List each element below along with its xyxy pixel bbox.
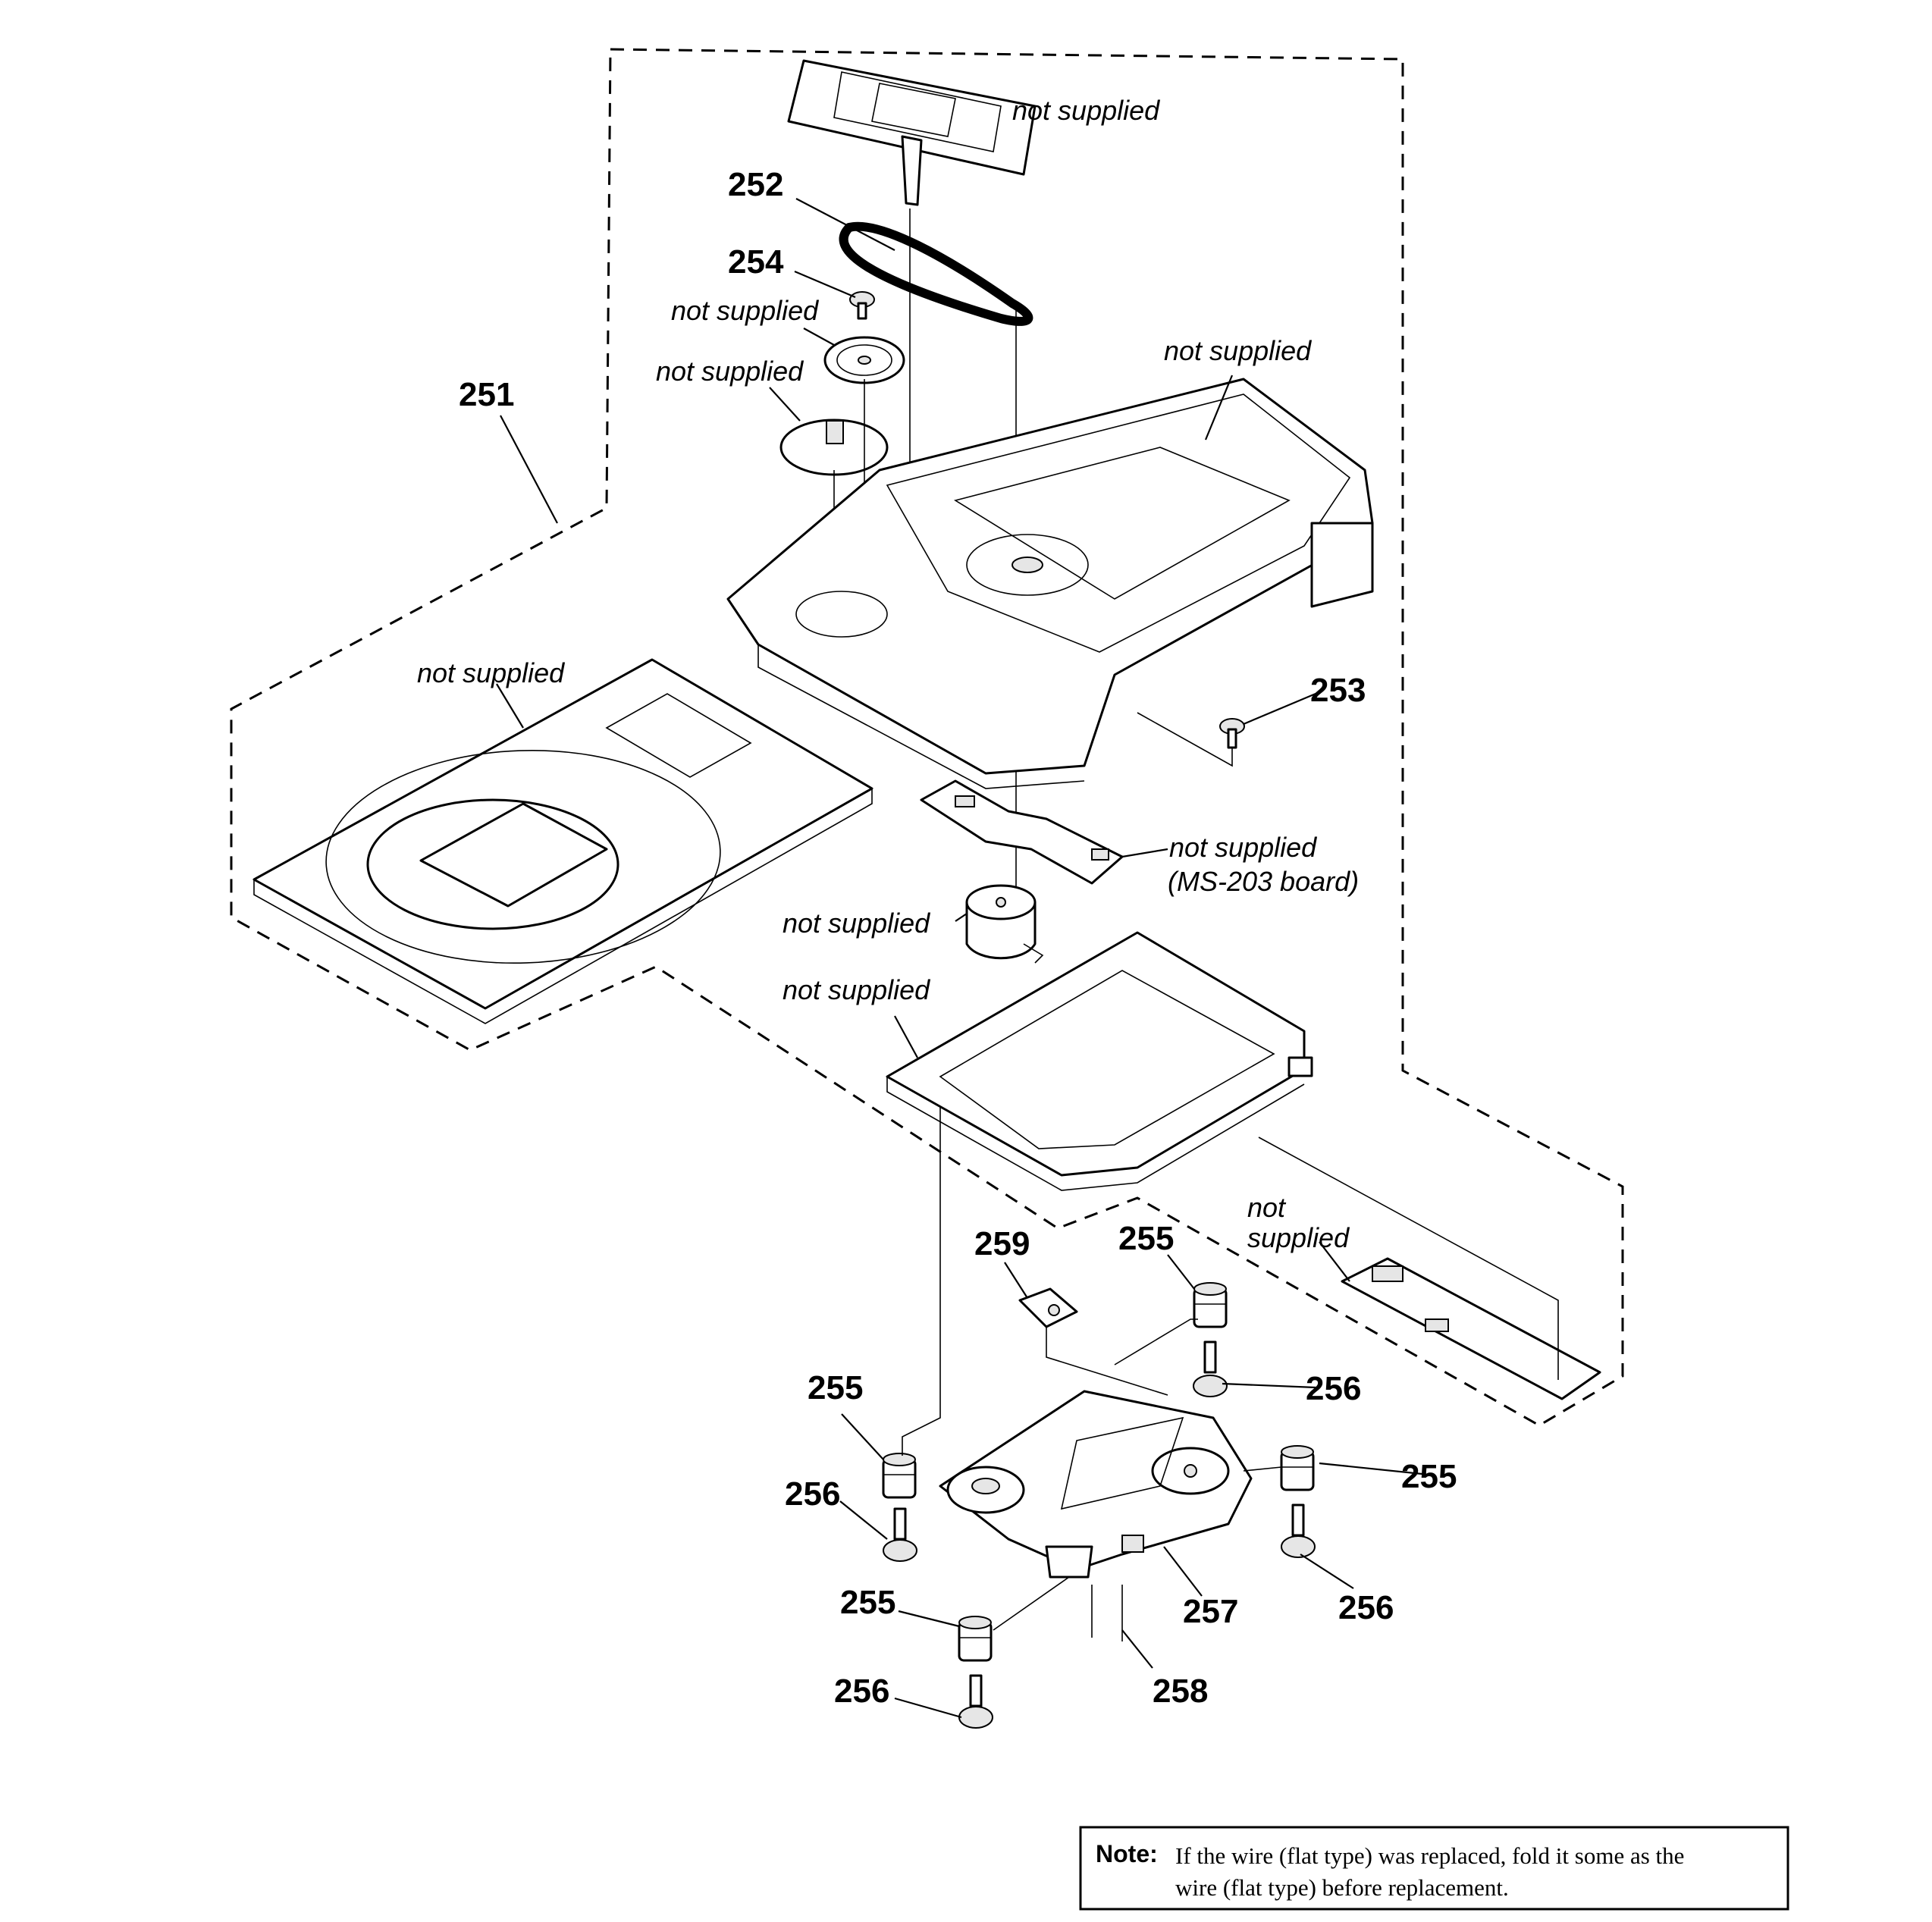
screw-256-c (1281, 1503, 1316, 1558)
pulley (823, 336, 905, 384)
screw-256-b (883, 1507, 917, 1562)
not-supplied-label-slider: not supplied (1012, 95, 1160, 126)
gear (779, 419, 889, 476)
flat-wire (1258, 1137, 1601, 1400)
screw-254 (849, 291, 875, 320)
damper-255-c (1280, 1445, 1315, 1491)
note-line-2: wire (flat type) before replacement. (1175, 1874, 1509, 1901)
spindle-motor (965, 884, 1044, 964)
not-supplied-label-pulley: not supplied (671, 295, 819, 326)
part-256-label-d: 256 (834, 1673, 889, 1710)
part-259-label: 259 (974, 1225, 1030, 1262)
top-slider (787, 59, 1037, 206)
lower-frame (886, 931, 1313, 1191)
part-251-label: 251 (459, 376, 514, 413)
part-256-label-b: 256 (785, 1475, 840, 1513)
part-257-label: 257 (1183, 1593, 1238, 1630)
ms203-board (920, 779, 1124, 885)
damper-255-d (958, 1616, 993, 1662)
not-supplied-label-chassis: not supplied (1164, 335, 1312, 366)
part-253-label: 253 (1310, 672, 1366, 709)
belt-252 (839, 221, 1033, 326)
main-chassis (726, 378, 1374, 789)
not-supplied-label-board: not supplied (1169, 832, 1317, 863)
part-256-label-a: 256 (1306, 1370, 1361, 1407)
not-label-wire: not (1247, 1192, 1287, 1223)
note-box: Note: If the wire (flat type) was replac… (1079, 1826, 1789, 1911)
part-255-label-a: 255 (1118, 1220, 1174, 1257)
note-heading: Note: (1096, 1840, 1158, 1867)
bracket-259 (1018, 1287, 1078, 1328)
not-supplied-label-frame: not supplied (783, 974, 930, 1005)
damper-255-a (1193, 1282, 1228, 1328)
screw-256-a (1193, 1340, 1228, 1397)
flex-258 (1091, 1585, 1123, 1641)
part-252-label: 252 (728, 166, 783, 203)
part-255-label-d: 255 (840, 1584, 895, 1621)
not-supplied-label-gear: not supplied (656, 356, 804, 387)
ms203-board-label: (MS-203 board) (1168, 866, 1359, 897)
note-line-1: If the wire (flat type) was replaced, fo… (1175, 1842, 1684, 1869)
not-supplied-label-tray: not supplied (417, 657, 565, 688)
part-255-label-b: 255 (808, 1369, 863, 1406)
part-256-label-c: 256 (1338, 1589, 1394, 1626)
screw-253 (1137, 712, 1245, 767)
screw-256-d (958, 1674, 993, 1729)
part-258-label: 258 (1153, 1673, 1208, 1710)
part-255-label-c: 255 (1401, 1458, 1457, 1495)
assembly-251-boundary (230, 48, 1624, 1427)
supplied-label-wire: supplied (1247, 1222, 1350, 1253)
damper-255-b (882, 1453, 917, 1499)
optical-pickup-257 (939, 1390, 1253, 1579)
part-254-label: 254 (728, 243, 784, 281)
not-supplied-label-motor: not supplied (783, 908, 930, 939)
disc-tray (252, 658, 873, 1024)
